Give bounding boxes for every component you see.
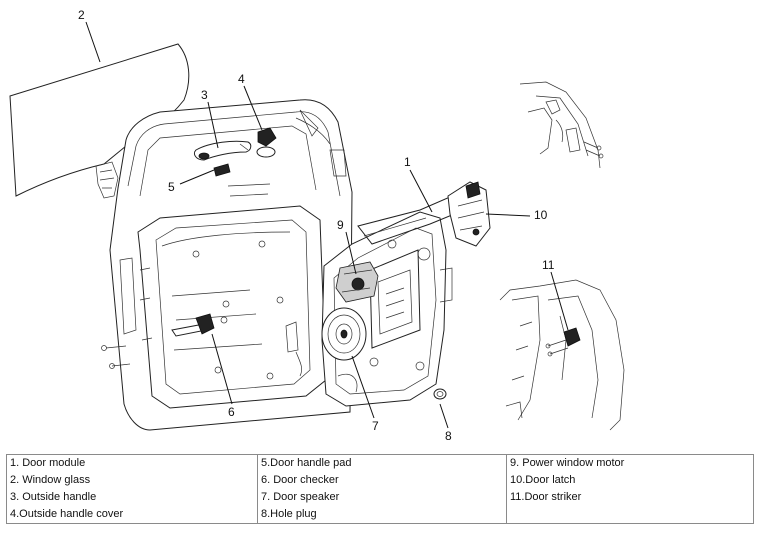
door-panel xyxy=(109,99,353,431)
callout-8: 8 xyxy=(445,429,452,443)
door-latch xyxy=(447,181,491,247)
leader-lines xyxy=(85,21,569,429)
callout-10: 10 xyxy=(534,208,548,222)
outside-handle xyxy=(193,140,252,161)
legend-column-1: 1. Door module 2. Window glass 3. Outsid… xyxy=(6,454,258,524)
exploded-door-diagram: 2 1 3 4 5 6 7 8 9 10 11 xyxy=(9,8,625,443)
outside-handle-cover xyxy=(256,127,277,158)
door-speaker xyxy=(321,307,367,361)
hole-plug xyxy=(433,388,447,400)
legend-item: 10.Door latch xyxy=(510,474,576,486)
parts-legend-table: 1. Door module 2. Window glass 3. Outsid… xyxy=(6,454,754,524)
callout-3: 3 xyxy=(201,88,208,102)
callout-11: 11 xyxy=(542,258,555,272)
diagram-canvas: 2 1 3 4 5 6 7 8 9 10 11 xyxy=(9,8,625,443)
legend-row: 1. Door module 2. Window glass 3. Outsid… xyxy=(6,454,754,524)
legend-item: 11.Door striker xyxy=(510,491,582,503)
callout-7: 7 xyxy=(372,419,379,433)
door-checker xyxy=(101,300,230,369)
legend-item: 5.Door handle pad xyxy=(261,457,352,469)
legend-item: 9. Power window motor xyxy=(510,457,625,469)
inset-pillar-view xyxy=(519,81,604,169)
legend-item: 3. Outside handle xyxy=(10,491,97,503)
legend-item: 8.Hole plug xyxy=(261,508,317,520)
callout-5: 5 xyxy=(168,180,175,194)
callout-6: 6 xyxy=(228,405,235,419)
callout-2: 2 xyxy=(78,8,85,22)
callout-4: 4 xyxy=(238,72,245,86)
callout-labels: 2 1 3 4 5 6 7 8 9 10 11 xyxy=(78,8,555,443)
callout-1: 1 xyxy=(404,155,411,169)
legend-item: 6. Door checker xyxy=(261,474,339,486)
legend-item: 2. Window glass xyxy=(10,474,91,486)
inset-body-side-view xyxy=(499,279,625,431)
legend-item: 4.Outside handle cover xyxy=(10,508,124,520)
door-striker xyxy=(545,327,581,357)
door-handle-pad xyxy=(213,163,231,177)
legend-item: 7. Door speaker xyxy=(261,491,340,503)
legend-item: 1. Door module xyxy=(10,457,86,469)
callout-9: 9 xyxy=(337,218,344,232)
power-window-motor xyxy=(335,261,379,303)
legend-column-2: 5.Door handle pad 6. Door checker 7. Doo… xyxy=(257,454,507,524)
legend-column-3: 9. Power window motor 10.Door latch 11.D… xyxy=(506,454,754,524)
